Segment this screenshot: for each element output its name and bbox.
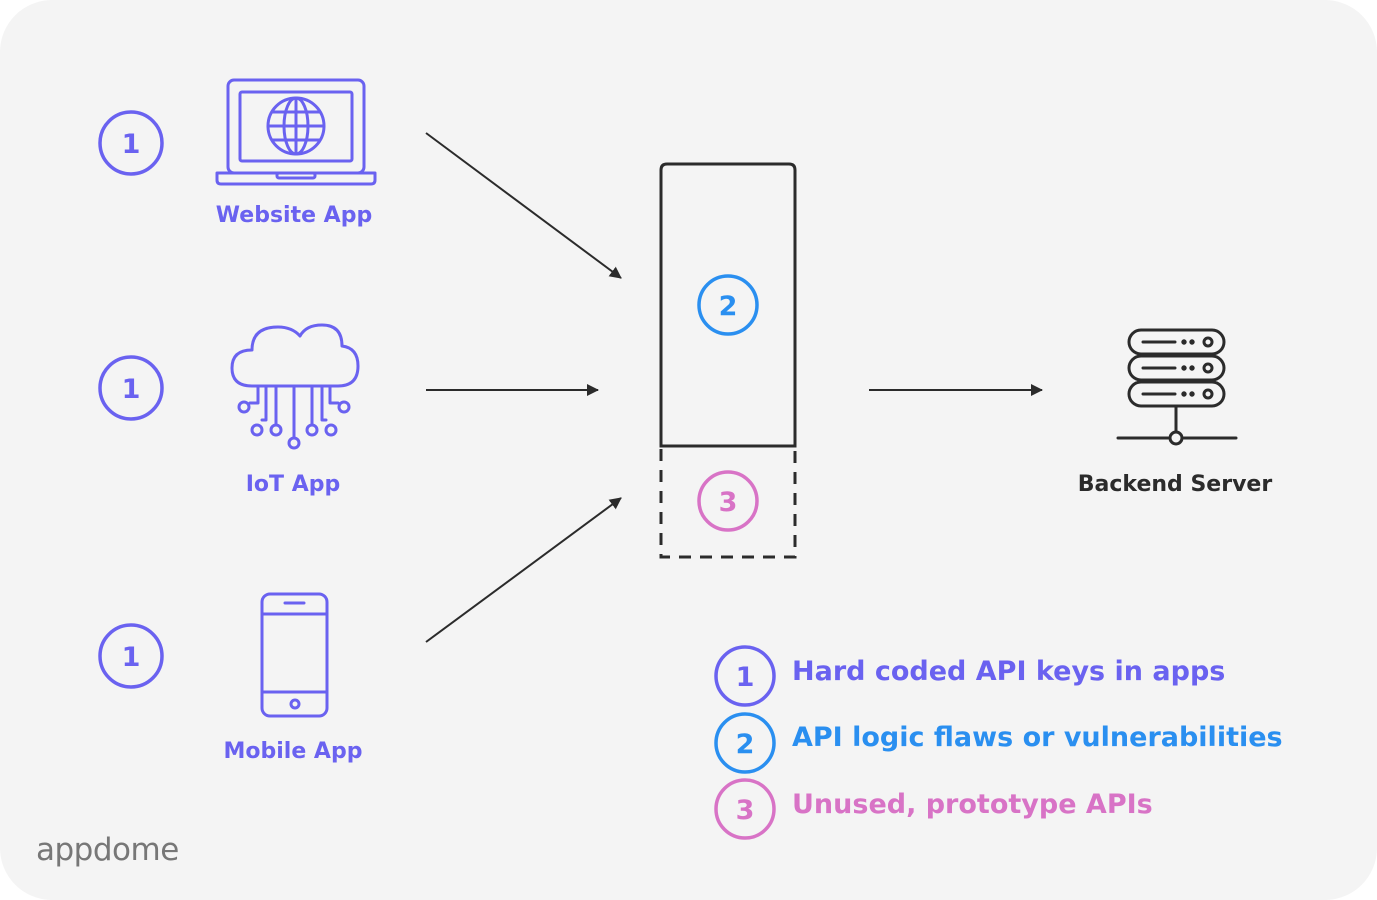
svg-text:1: 1 <box>122 374 141 405</box>
server-rack-icon <box>1116 328 1238 446</box>
api-gateway-box <box>659 162 797 559</box>
svg-text:3: 3 <box>719 487 738 518</box>
cloud-iot-icon <box>230 323 360 450</box>
legend-badge-1: 1 <box>714 645 776 707</box>
legend-badge-2: 2 <box>714 712 776 774</box>
api-active-badge: 2 <box>697 274 759 336</box>
iot-app-label: IoT App <box>245 472 341 497</box>
svg-text:3: 3 <box>736 795 755 826</box>
appdome-logo: appdome <box>36 832 179 868</box>
svg-text:2: 2 <box>736 729 755 760</box>
legend-text-3: Unused, prototype APIs <box>792 789 1153 820</box>
svg-text:2: 2 <box>719 291 738 322</box>
backend-server-label: Backend Server <box>1077 472 1273 497</box>
legend-text-1: Hard coded API keys in apps <box>792 656 1226 687</box>
arrow-website-to-api <box>425 132 622 279</box>
client-badge-iot: 1 <box>98 355 164 421</box>
website-app-label: Website App <box>215 203 373 228</box>
mobile-app-label: Mobile App <box>223 739 363 764</box>
client-badge-website: 1 <box>98 110 164 176</box>
laptop-globe-icon <box>215 78 377 186</box>
client-badge-mobile: 1 <box>98 623 164 689</box>
svg-text:1: 1 <box>736 662 755 693</box>
svg-text:1: 1 <box>122 129 141 160</box>
api-unused-badge: 3 <box>697 470 759 532</box>
arrow-mobile-to-api <box>425 497 622 643</box>
svg-text:1: 1 <box>122 642 141 673</box>
legend-text-2: API logic flaws or vulnerabilities <box>792 722 1283 753</box>
smartphone-icon <box>260 592 329 718</box>
legend-badge-3: 3 <box>714 778 776 840</box>
